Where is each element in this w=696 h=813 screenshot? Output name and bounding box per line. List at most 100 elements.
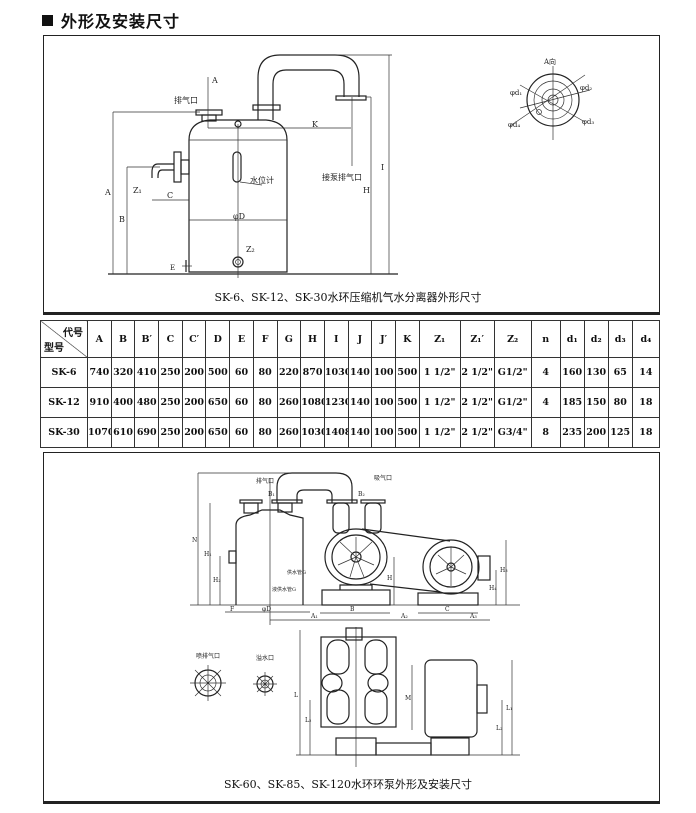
value-cell: 2 1/2" [459,417,495,448]
label-h3: H₃ [500,567,508,574]
label-l1: L₁ [506,705,512,712]
label-d1: φd₁ [510,89,522,97]
label-h: H [363,186,370,195]
label-h: H [387,575,392,582]
label-exhaust-port: 排气口 [174,95,198,105]
label-b: B [350,606,355,613]
value-cell: 1 1/2" [418,387,461,418]
value-cell: 80 [252,387,278,418]
value-cell: 260 [276,417,302,448]
table-row: SK-1291040048025020065060802601080123014… [39,387,661,418]
overflow-flange-detail: 溢水口 [253,654,277,696]
column-header: D [205,320,231,358]
label-level-gauge: 水位计 [250,175,274,185]
value-cell: 130 [583,357,609,388]
value-cell: 4 [530,387,561,418]
label-m: M [405,695,411,702]
label-d2: φd₂ [580,84,592,92]
column-header: n [530,320,561,358]
label-l: L [294,692,298,699]
label-i: I [381,163,384,172]
table-corner-header: 代号型号 [39,320,89,358]
square-bullet-icon [42,15,53,26]
pump-drawing-panel [43,452,660,804]
label-a3: A₃ [469,613,477,620]
label-e: E [170,264,175,272]
label-pump-exhaust: 接泵排气口 [322,172,362,182]
column-header: Z₁′ [459,320,495,358]
value-cell: 2 1/2" [459,357,495,388]
label-phi-d: φD [233,212,245,221]
label-n: N [192,537,197,544]
label-spray-exhaust: 喷排气口 [196,652,220,660]
value-cell: 100 [371,357,396,388]
label-intake: 吸气口 [374,474,392,482]
label-a2: A₂ [400,613,408,620]
column-header: H [300,320,325,358]
value-cell: 220 [276,357,302,388]
value-cell: 160 [559,357,585,388]
label-h4: H₄ [489,585,497,592]
value-cell: 1 1/2" [418,417,461,448]
column-header: G [276,320,302,358]
model-cell: SK-30 [39,417,89,448]
value-cell: 140 [347,357,373,388]
column-header: I [323,320,349,358]
value-cell: 100 [371,417,396,448]
table-row: SK-3010706106902502006506080260103014081… [39,417,661,448]
value-cell: 910 [87,387,112,418]
a-view-flange-diagram: A向 φd₁ φd₂ φd₃ φd₄ [508,57,594,140]
label-l2-left: L₂ [305,717,312,724]
label-z2: Z₂ [246,245,255,254]
section-title-text: 外形及安装尺寸 [61,12,181,31]
column-header: d₄ [631,320,661,358]
value-cell: 80 [252,417,278,448]
figure1-caption: SK-6、SK-12、SK-30水环压缩机气水分离器外形尺寸 [214,291,482,304]
label-a-arrow: A [211,76,218,85]
separator-drawing-panel [43,35,660,315]
figure2-caption: SK-60、SK-85、SK-120水环环泵外形及安装尺寸 [224,778,472,791]
label-l2: L₂ [496,725,503,732]
label-c: C [445,606,450,613]
label-c: C [167,191,173,200]
value-cell: 250 [158,357,183,388]
model-cell: SK-12 [39,387,89,418]
value-cell: 870 [300,357,325,388]
label-b1: B₁ [268,491,275,498]
value-cell: 1030 [300,417,325,448]
label-liquid-supply-pipe: 液供水管G [272,586,296,593]
corner-model-label: 型号 [44,343,64,354]
value-cell: 650 [205,387,231,418]
value-cell: 4 [530,357,561,388]
value-cell: 60 [229,357,254,388]
column-header: Z₁ [418,320,461,358]
separator-drawing: A 排气口 K 接泵排气口 水位计 Z₁ C A B H I φD Z₂ E A… [104,54,594,278]
label-d4: φd₄ [508,121,520,129]
value-cell: 1408 [323,417,349,448]
value-cell: 18 [631,417,661,448]
label-a1: A₁ [310,613,318,620]
label-a-view: A向 [543,57,556,66]
label-k: K [312,120,319,129]
label-supply-pipe: 供水管G [287,569,306,576]
value-cell: 8 [530,417,561,448]
section-title: 外形及安装尺寸 [42,8,180,32]
label-h2: H₂ [213,577,221,584]
label-overflow: 溢水口 [256,654,274,662]
column-header: J′ [371,320,396,358]
value-cell: 1230 [323,387,349,418]
label-z1: Z₁ [133,186,142,195]
value-cell: 1070 [87,417,112,448]
value-cell: 500 [394,417,420,448]
label-f: F [230,606,234,613]
value-cell: 140 [347,387,373,418]
column-header: d₁ [559,320,585,358]
label-b2: B₂ [358,491,365,498]
label-a-dim: A [104,188,111,197]
label-d3: φd₃ [582,118,594,126]
value-cell: 1080 [300,387,325,418]
value-cell: 260 [276,387,302,418]
